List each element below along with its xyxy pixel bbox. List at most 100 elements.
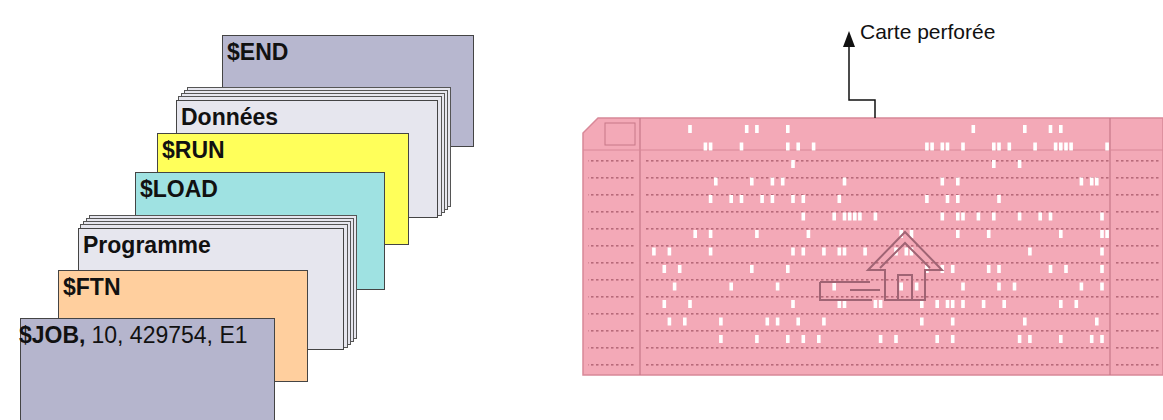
hole <box>853 213 857 221</box>
hole <box>879 300 883 308</box>
hole <box>992 143 996 151</box>
card-header: $LOAD <box>140 176 218 203</box>
hole <box>879 335 883 343</box>
hole <box>729 283 733 291</box>
hole <box>838 248 842 256</box>
hole <box>1054 143 1058 151</box>
hole <box>678 265 682 273</box>
hole <box>802 335 806 343</box>
hole <box>771 178 775 186</box>
hole <box>1059 335 1063 343</box>
hole <box>1075 300 1079 308</box>
hole <box>874 213 878 221</box>
hole <box>1064 143 1068 151</box>
hole <box>941 178 945 186</box>
header-rule <box>583 150 1163 151</box>
job-card: $JOB,10, 429754, E1 <box>20 318 275 420</box>
hole <box>668 318 672 326</box>
hole <box>652 248 656 256</box>
hole <box>987 265 991 273</box>
hole <box>858 213 862 221</box>
leader-arrowhead <box>843 31 855 47</box>
digit-rows <box>645 152 1110 370</box>
hole <box>1105 143 1109 151</box>
hole <box>719 335 723 343</box>
hole <box>791 160 795 168</box>
hole <box>1028 335 1032 343</box>
hole <box>1100 265 1104 273</box>
leader-line <box>849 46 875 118</box>
hole <box>1033 143 1037 151</box>
card-header: $END <box>227 39 288 66</box>
hole <box>941 213 945 221</box>
hole <box>781 178 785 186</box>
hole <box>946 195 950 203</box>
hole <box>961 213 965 221</box>
column-rule <box>1109 118 1110 375</box>
hole <box>1018 213 1022 221</box>
card-header: $RUN <box>162 137 225 164</box>
hole <box>977 213 981 221</box>
hole <box>1069 143 1073 151</box>
hole <box>920 300 924 308</box>
hole <box>951 300 955 308</box>
hole <box>956 195 960 203</box>
hole <box>1008 143 1012 151</box>
hole <box>822 248 826 256</box>
hole <box>791 195 795 203</box>
hole <box>1049 213 1053 221</box>
hole <box>802 248 806 256</box>
hole <box>941 143 945 151</box>
hole <box>832 213 836 221</box>
hole <box>946 300 950 308</box>
hole <box>1059 300 1063 308</box>
hole <box>1100 335 1104 343</box>
card-header: Données <box>181 104 278 131</box>
hole <box>729 195 733 203</box>
hole <box>817 335 821 343</box>
hole <box>843 300 847 308</box>
hole <box>951 265 955 273</box>
card-header: $FTN <box>63 274 121 301</box>
hole <box>688 300 692 308</box>
hole <box>1023 125 1027 133</box>
hole <box>961 143 965 151</box>
hole <box>673 283 677 291</box>
digit-rows <box>588 152 636 370</box>
hole <box>760 195 764 203</box>
hole <box>951 335 955 343</box>
card-header: $JOB, <box>19 322 85 348</box>
hole <box>915 283 919 291</box>
hole <box>709 143 713 151</box>
hole <box>1002 300 1006 308</box>
hole <box>740 195 744 203</box>
hole <box>802 213 806 221</box>
hole <box>863 248 867 256</box>
hole <box>791 248 795 256</box>
hole <box>1100 248 1104 256</box>
hole <box>961 300 965 308</box>
hole <box>832 283 836 291</box>
hole <box>1095 318 1099 326</box>
hole <box>683 318 687 326</box>
hole <box>838 300 842 308</box>
hole <box>1059 143 1063 151</box>
hole <box>1080 178 1084 186</box>
hole <box>796 143 800 151</box>
hole <box>663 300 667 308</box>
punched-holes <box>652 125 1109 343</box>
hole <box>1049 265 1053 273</box>
hole <box>987 230 991 238</box>
hole <box>709 248 713 256</box>
hole <box>668 248 672 256</box>
hole <box>791 300 795 308</box>
hole <box>771 195 775 203</box>
hole <box>1018 160 1022 168</box>
hole <box>802 195 806 203</box>
hole <box>1018 335 1022 343</box>
hole <box>709 230 713 238</box>
hole <box>843 248 847 256</box>
hole <box>925 195 929 203</box>
hole <box>894 335 898 343</box>
card-logo <box>820 232 942 300</box>
